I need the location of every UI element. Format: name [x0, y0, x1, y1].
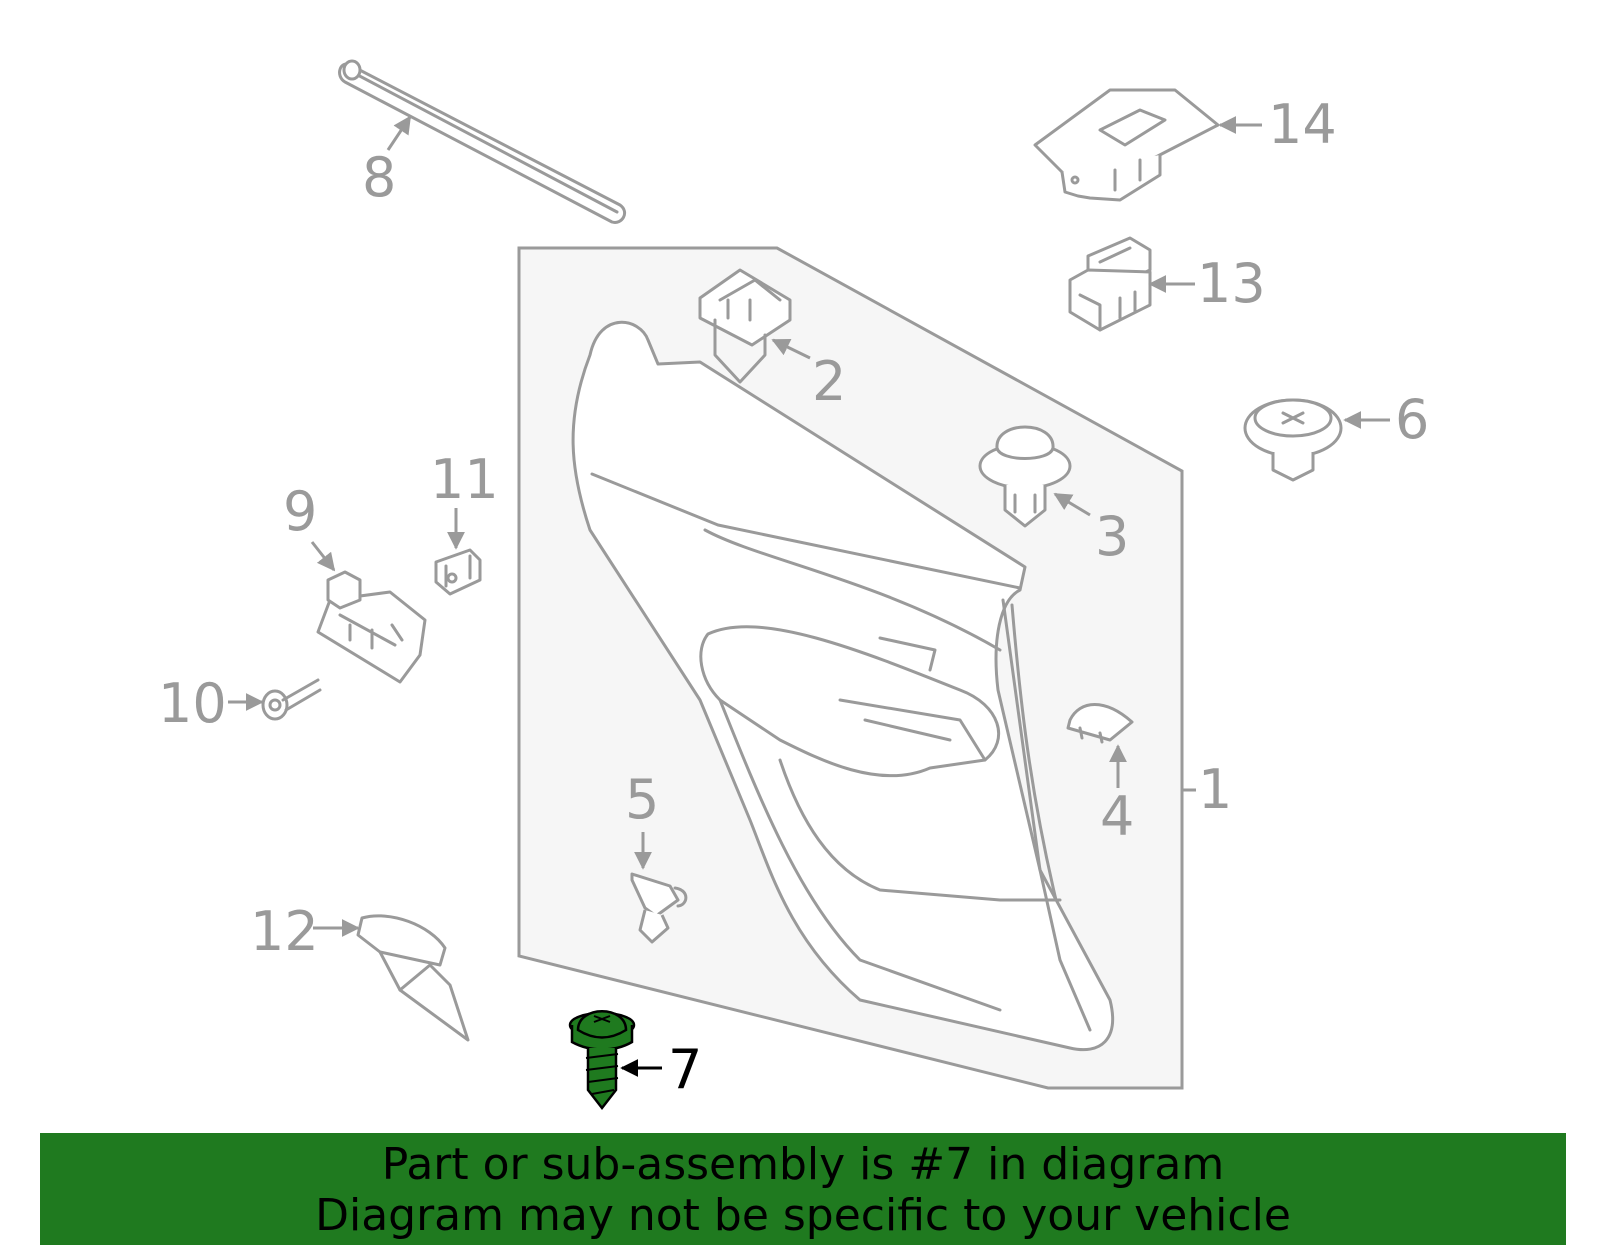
leader-3 — [1053, 492, 1091, 517]
callout-1[interactable]: 1 — [1198, 758, 1232, 821]
part-6-clip-cap[interactable] — [1243, 398, 1343, 482]
part-11-clip-nut[interactable] — [434, 548, 482, 596]
callout-2[interactable]: 2 — [812, 350, 846, 413]
leader-8 — [386, 115, 412, 151]
callout-12[interactable]: 12 — [250, 900, 319, 963]
part-14-switch-bezel[interactable] — [1033, 88, 1220, 202]
part-13-window-switch[interactable] — [1068, 236, 1152, 332]
part-9-bracket[interactable] — [316, 570, 427, 684]
part-7-screw[interactable] — [568, 1010, 636, 1111]
callout-9[interactable]: 9 — [283, 480, 317, 543]
part-12-trim-piece[interactable] — [356, 914, 470, 1042]
callout-13[interactable]: 13 — [1197, 252, 1266, 315]
part-2-clip[interactable] — [698, 268, 792, 384]
callout-4[interactable]: 4 — [1100, 785, 1134, 848]
part-3-retainer[interactable] — [978, 425, 1072, 528]
info-banner: Part or sub-assembly is #7 in diagram Di… — [40, 1133, 1566, 1245]
callout-10[interactable]: 10 — [158, 672, 227, 735]
callout-6[interactable]: 6 — [1395, 388, 1429, 451]
leader-9 — [310, 541, 336, 572]
callout-8[interactable]: 8 — [362, 146, 396, 209]
callout-7[interactable]: 7 — [668, 1038, 702, 1101]
leader-2 — [771, 338, 811, 360]
part-8-weatherstrip[interactable] — [338, 59, 626, 224]
callout-5[interactable]: 5 — [625, 768, 659, 831]
part-5-clip[interactable] — [630, 872, 688, 944]
banner-line-2: Diagram may not be specific to your vehi… — [315, 1190, 1291, 1241]
callout-11[interactable]: 11 — [430, 448, 499, 511]
part-10-bolt[interactable] — [261, 678, 322, 721]
banner-line-1: Part or sub-assembly is #7 in diagram — [381, 1139, 1225, 1190]
callout-14[interactable]: 14 — [1268, 93, 1337, 156]
part-4-bracket[interactable] — [1066, 703, 1134, 744]
callout-3[interactable]: 3 — [1095, 505, 1129, 568]
part-1-door-trim-panel[interactable] — [517, 246, 1184, 1090]
